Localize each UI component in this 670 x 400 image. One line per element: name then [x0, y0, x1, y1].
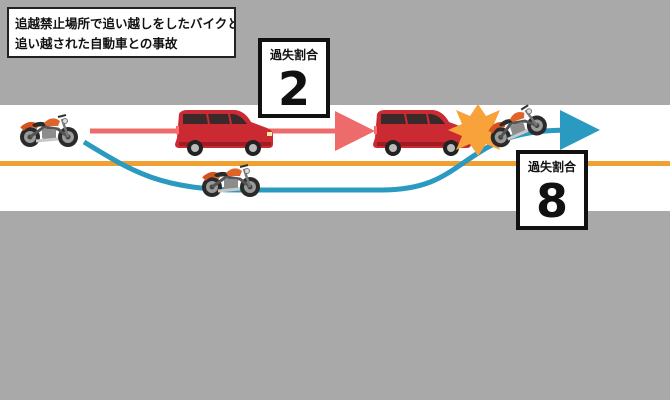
fault-ratio-car-value: 2	[277, 62, 310, 116]
caption-line-1: 追越禁止場所で追い越しをしたバイクと	[15, 16, 236, 31]
motorcycle-start	[20, 115, 78, 147]
motorcycle-at-impact	[484, 102, 549, 150]
fault-ratio-bike: 過失割合 8	[516, 150, 588, 230]
fault-ratio-car-label: 過失割合	[269, 48, 318, 62]
bike-path-arrow	[82, 110, 600, 193]
diagram-caption: 追越禁止場所で追い越しをしたバイクと 追い越された自動車との事故	[7, 7, 236, 58]
fault-ratio-car: 過失割合 2	[258, 38, 330, 118]
fault-ratio-bike-label: 過失割合	[527, 160, 576, 174]
caption-line-2: 追い越された自動車との事故	[15, 36, 178, 51]
fault-ratio-bike-value: 8	[535, 174, 568, 228]
center-line	[0, 161, 670, 166]
